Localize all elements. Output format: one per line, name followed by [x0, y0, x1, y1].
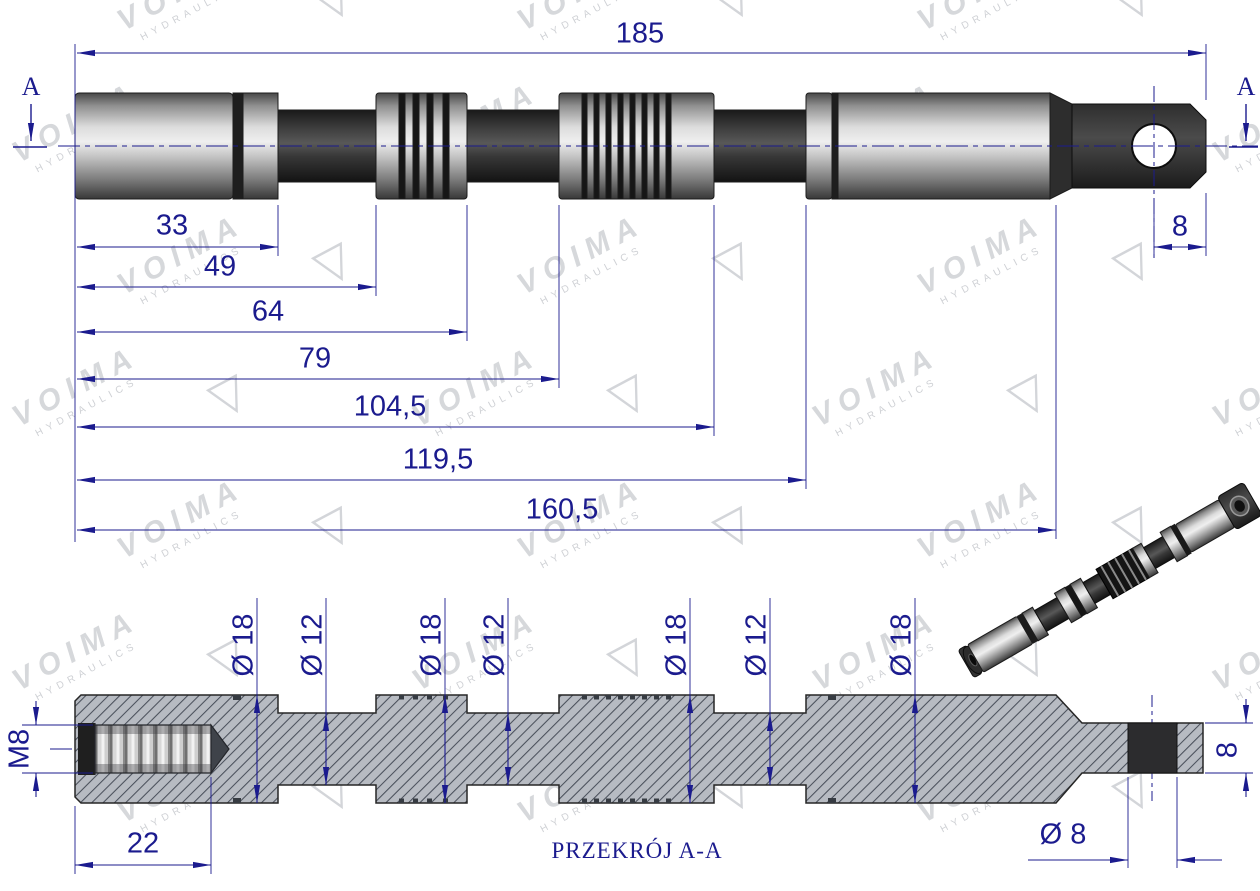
section-view-part	[74, 694, 1204, 804]
eye-hole-section	[1127, 722, 1178, 774]
section-dimensions	[22, 598, 1253, 874]
threaded-bore	[78, 723, 230, 775]
iso-3d-view	[958, 483, 1260, 678]
top-view-dimensions	[13, 44, 1258, 542]
section-profile	[74, 694, 1204, 804]
edge-notches	[233, 695, 836, 803]
